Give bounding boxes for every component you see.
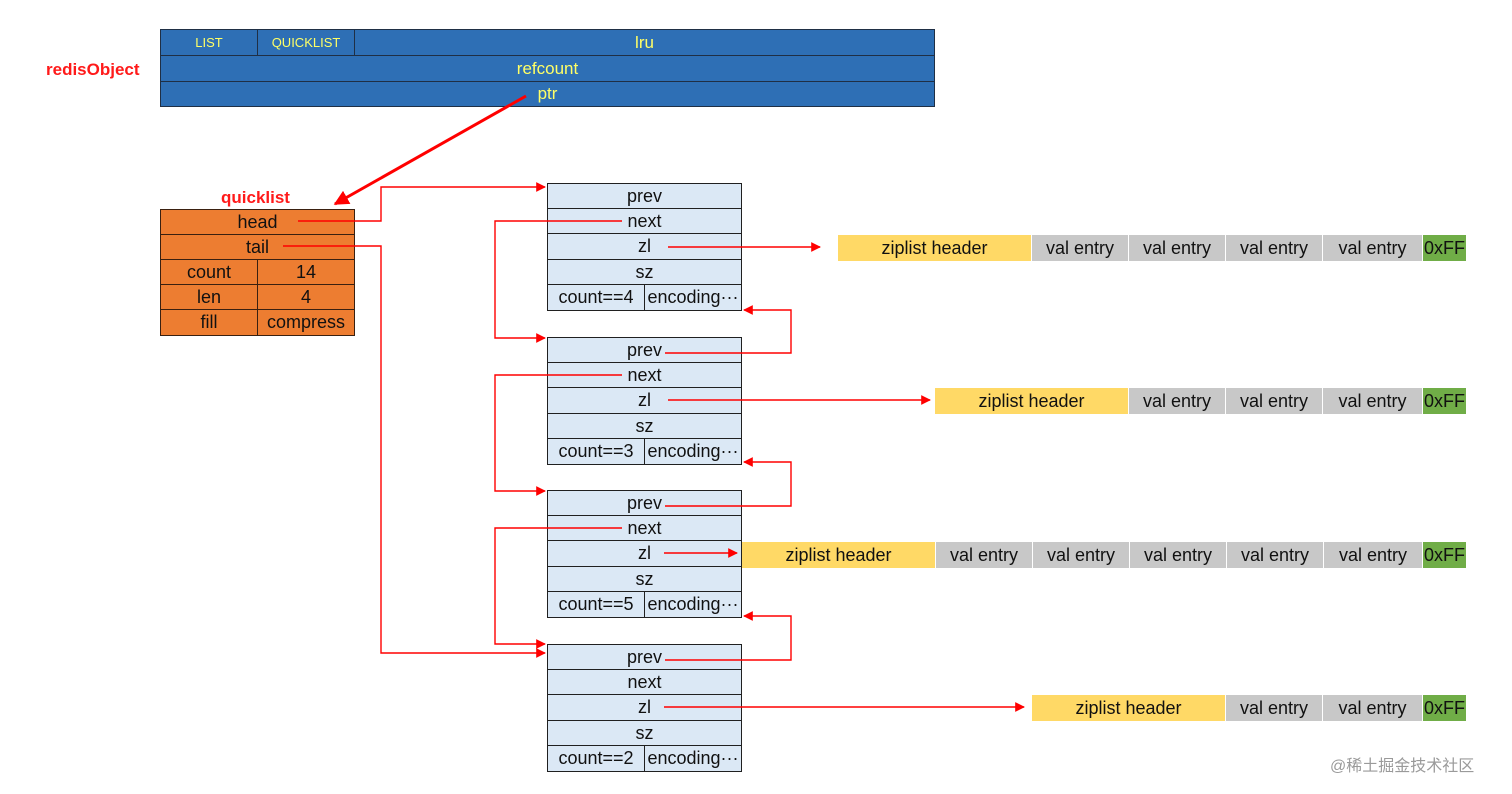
node-4-next: next	[547, 669, 742, 695]
ziplist-3-header: ziplist header	[742, 542, 936, 568]
node-3-prev-arrow	[665, 457, 792, 507]
ziplist-2-header: ziplist header	[935, 388, 1129, 414]
ziplist-4-end: 0xFF	[1423, 695, 1466, 721]
node-1-next-arrow	[494, 220, 622, 343]
ziplist-4-entry: val entry	[1323, 695, 1423, 721]
ziplist-4-header: ziplist header	[1032, 695, 1226, 721]
head-arrow	[298, 182, 546, 222]
quicklist-head-field: head	[160, 209, 355, 235]
ziplist-4-entry: val entry	[1226, 695, 1323, 721]
quicklist-count-label: count	[160, 259, 258, 285]
ziplist-2-entry: val entry	[1226, 388, 1323, 414]
node-3-next-arrow	[494, 527, 622, 649]
ziplist-1-end: 0xFF	[1423, 235, 1466, 261]
redisobject-label: redisObject	[46, 60, 140, 79]
node-3-encoding: encoding···	[644, 591, 742, 618]
node-1-count: count==4	[547, 284, 645, 311]
quicklist-len-value: 4	[257, 284, 355, 310]
ziplist-3-entry: val entry	[1324, 542, 1423, 568]
node-2-next-arrow	[494, 374, 622, 496]
quicklist-tail-field: tail	[160, 234, 355, 260]
redisobject-ptr-cell: ptr	[160, 81, 935, 107]
ziplist-2-end: 0xFF	[1423, 388, 1466, 414]
node-2-prev: prev	[547, 337, 742, 363]
node-2-encoding: encoding···	[644, 438, 742, 465]
quicklist-count-value: 14	[257, 259, 355, 285]
ziplist-3-entry: val entry	[1227, 542, 1324, 568]
ziplist-2-entry: val entry	[1323, 388, 1423, 414]
ziplist-3-entry: val entry	[1130, 542, 1227, 568]
tail-arrow	[283, 245, 546, 658]
node-1-encoding: encoding···	[644, 284, 742, 311]
node-4-count: count==2	[547, 745, 645, 772]
ziplist-1-entry: val entry	[1323, 235, 1423, 261]
node-4-encoding: encoding···	[644, 745, 742, 772]
quicklist-compress-field: compress	[257, 309, 355, 336]
node-1-sz: sz	[547, 259, 742, 285]
redisobject-refcount-cell: refcount	[160, 55, 935, 82]
ziplist-3-entry: val entry	[1033, 542, 1130, 568]
node-4-prev: prev	[547, 644, 742, 670]
quicklist-label: quicklist	[221, 188, 290, 207]
node-3-prev: prev	[547, 490, 742, 516]
ziplist-1-header: ziplist header	[838, 235, 1032, 261]
watermark: @稀土掘金技术社区	[1330, 758, 1475, 775]
ziplist-2-entry: val entry	[1129, 388, 1226, 414]
quicklist-fill-field: fill	[160, 309, 258, 336]
node-4-prev-arrow	[665, 611, 792, 661]
ziplist-3-entry: val entry	[936, 542, 1033, 568]
ziplist-1-entry: val entry	[1032, 235, 1129, 261]
node-4-sz: sz	[547, 720, 742, 746]
node-3-count: count==5	[547, 591, 645, 618]
ziplist-1-entry: val entry	[1129, 235, 1226, 261]
ptr-arrow	[333, 94, 527, 206]
node-2-prev-arrow	[665, 305, 792, 354]
ziplist-3-end: 0xFF	[1423, 542, 1466, 568]
ziplist-1-entry: val entry	[1226, 235, 1323, 261]
